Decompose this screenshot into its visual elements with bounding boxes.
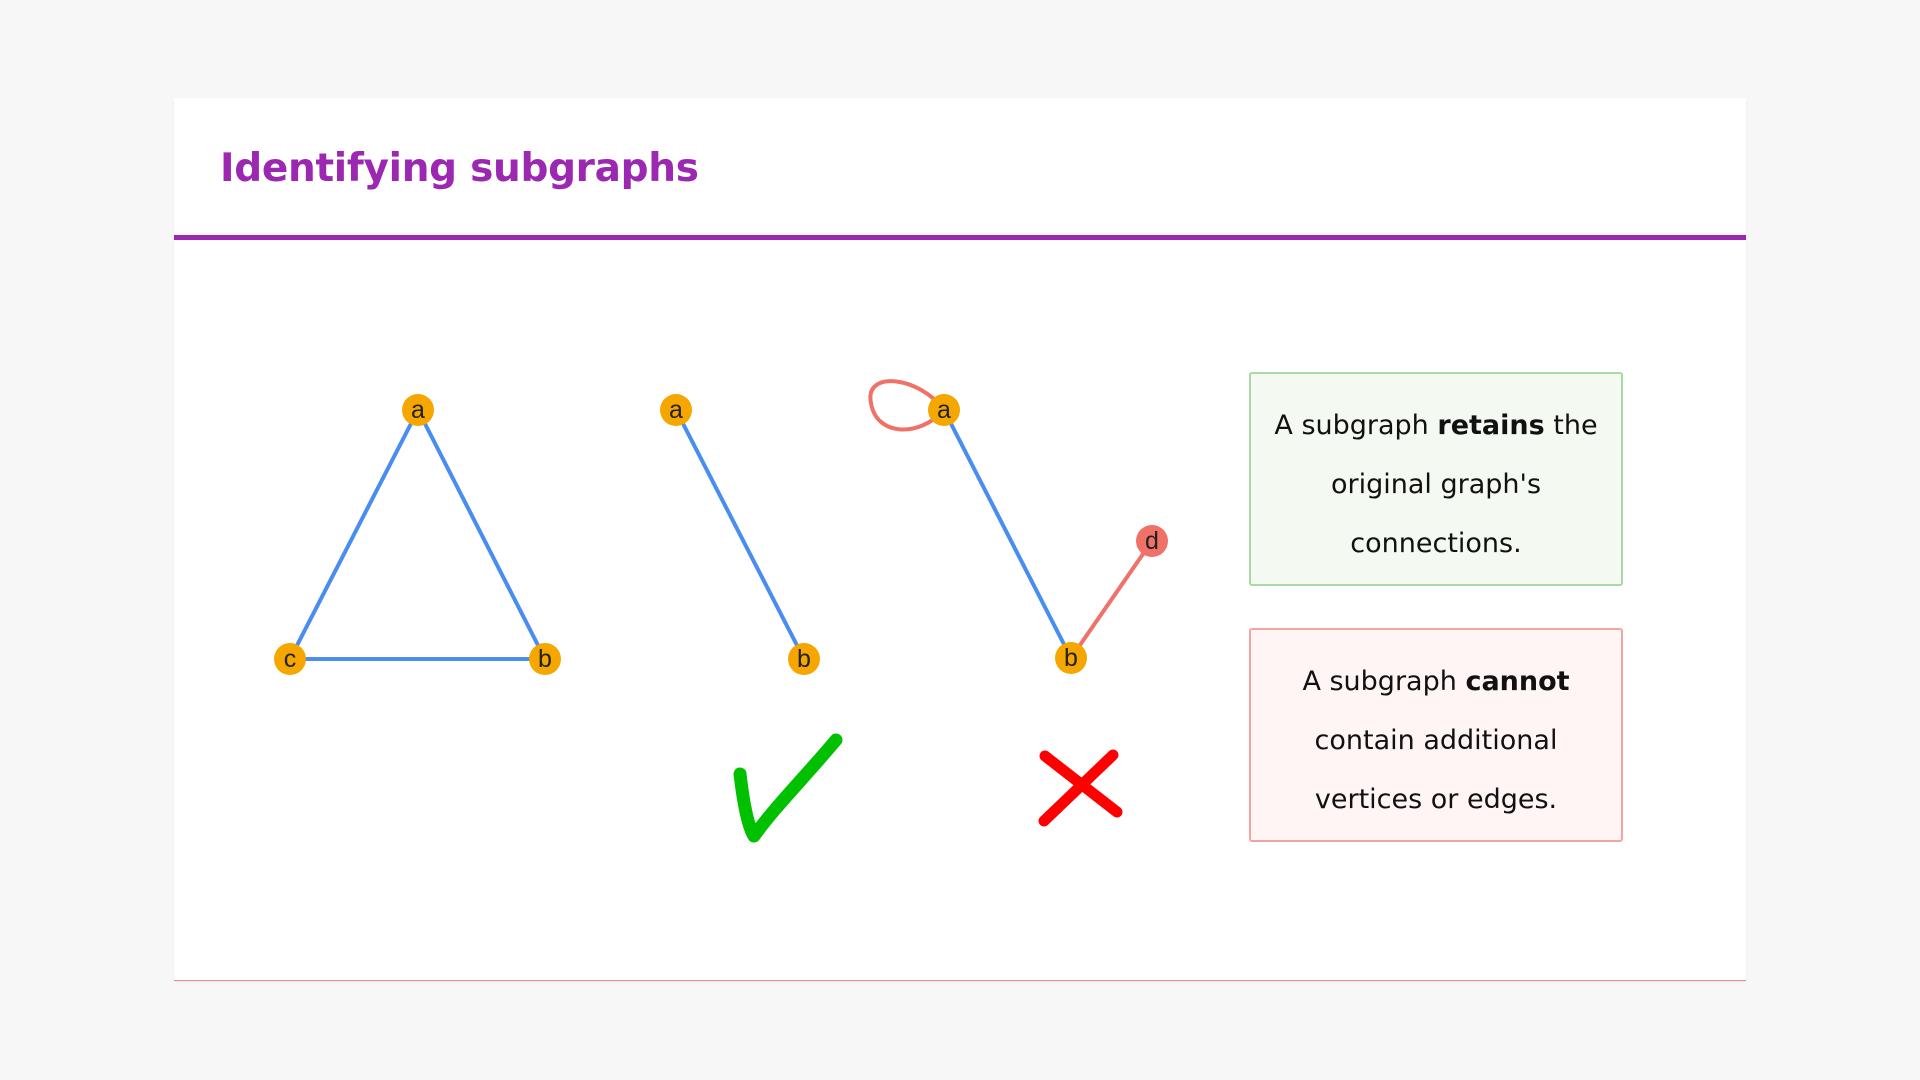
slide-title: Identifying subgraphs (220, 146, 699, 191)
invalid-graph: a b d (868, 379, 1168, 674)
vertex-d: d (1136, 525, 1168, 557)
vertex-label: a (669, 396, 683, 424)
vertex-label: b (797, 645, 811, 673)
vertex-label: b (1064, 644, 1078, 672)
vertex-label: a (937, 396, 951, 424)
loop-edge-a (868, 379, 947, 432)
edge-a-b (416, 409, 547, 660)
vertex-label: a (411, 396, 425, 424)
retains-note: A subgraph retains the original graph's … (1249, 372, 1623, 586)
edge-a-c (288, 409, 420, 660)
vertex-a: a (660, 394, 692, 426)
title-divider (174, 235, 1746, 240)
cross-icon (1038, 749, 1123, 827)
note-text: the original graph's connections. (1330, 410, 1598, 559)
note-text: contain additional vertices or edges. (1314, 725, 1558, 815)
vertex-a: a (928, 394, 960, 426)
vertex-c: c (274, 643, 306, 675)
vertex-b: b (529, 643, 561, 675)
valid-subgraph: a b (660, 394, 820, 675)
vertex-label: d (1145, 527, 1159, 555)
note-text: A subgraph (1302, 666, 1466, 697)
edge-a-b (674, 409, 806, 660)
cannot-note: A subgraph cannot contain additional ver… (1249, 628, 1623, 842)
original-graph: a b c (274, 394, 561, 675)
slide: Identifying subgraphs a b c (174, 98, 1746, 981)
note-emphasis: retains (1437, 410, 1545, 441)
vertex-b: b (1055, 642, 1087, 674)
note-emphasis: cannot (1465, 666, 1570, 697)
note-text: A subgraph (1274, 410, 1438, 441)
edge-a-b (942, 409, 1073, 659)
vertex-label: b (538, 645, 552, 673)
graph-diagrams: a b c a b (274, 379, 1168, 843)
vertex-b: b (788, 643, 820, 675)
edge-b-d (1069, 539, 1154, 660)
vertex-a: a (402, 394, 434, 426)
check-icon (733, 733, 843, 843)
vertex-label: c (284, 645, 297, 673)
